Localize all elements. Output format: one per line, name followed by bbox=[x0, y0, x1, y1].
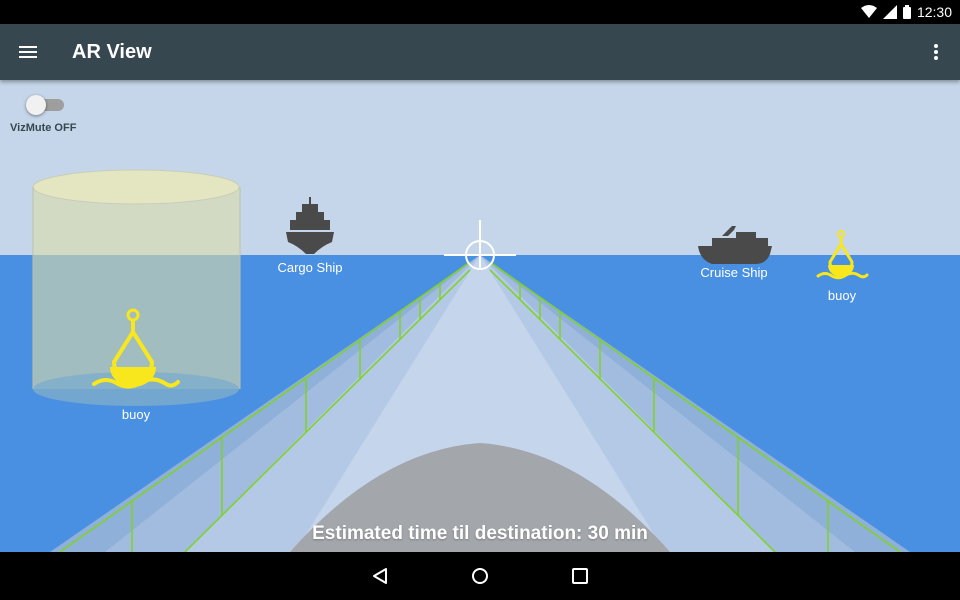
buoy-icon bbox=[92, 308, 180, 389]
cruise-ship-icon bbox=[698, 226, 772, 264]
buoy-zone-cylinder bbox=[32, 169, 241, 406]
eta-banner: Estimated time til destination: 30 min bbox=[312, 523, 648, 544]
cargo-ship-label[interactable]: Cargo Ship bbox=[277, 260, 343, 275]
crosshair-icon bbox=[444, 220, 516, 270]
buoy-icon bbox=[816, 230, 869, 280]
signal-icon bbox=[882, 5, 897, 19]
more-vert-icon[interactable] bbox=[924, 40, 948, 64]
ar-scene[interactable]: VizMute OFF buoy Cargo Ship Cruise Ship … bbox=[0, 80, 960, 552]
ship-deck bbox=[50, 255, 910, 552]
battery-icon bbox=[902, 5, 911, 19]
back-icon[interactable] bbox=[368, 564, 392, 588]
recents-icon[interactable] bbox=[568, 564, 592, 588]
cruise-ship-label[interactable]: Cruise Ship bbox=[700, 265, 768, 280]
toggle-thumb bbox=[26, 95, 46, 115]
clock: 12:30 bbox=[916, 4, 952, 20]
ship-bow bbox=[290, 443, 670, 552]
hamburger-menu-icon[interactable] bbox=[16, 40, 40, 64]
ship-railing bbox=[59, 261, 901, 552]
vizmute-toggle[interactable] bbox=[26, 95, 64, 115]
page-title: AR View bbox=[72, 41, 152, 63]
ar-scene-graphics bbox=[0, 80, 960, 552]
buoy-far-label[interactable]: buoy bbox=[827, 288, 857, 303]
home-icon[interactable] bbox=[468, 564, 492, 588]
navigation-bar bbox=[0, 552, 960, 600]
vizmute-label: VizMute OFF bbox=[10, 122, 77, 134]
app-bar: AR View bbox=[0, 24, 960, 80]
buoy-near-label[interactable]: buoy bbox=[121, 407, 151, 422]
status-bar: 12:30 bbox=[0, 0, 960, 24]
cargo-ship-icon bbox=[286, 197, 334, 254]
status-icons: 12:30 bbox=[860, 0, 952, 24]
wifi-icon bbox=[860, 5, 877, 19]
